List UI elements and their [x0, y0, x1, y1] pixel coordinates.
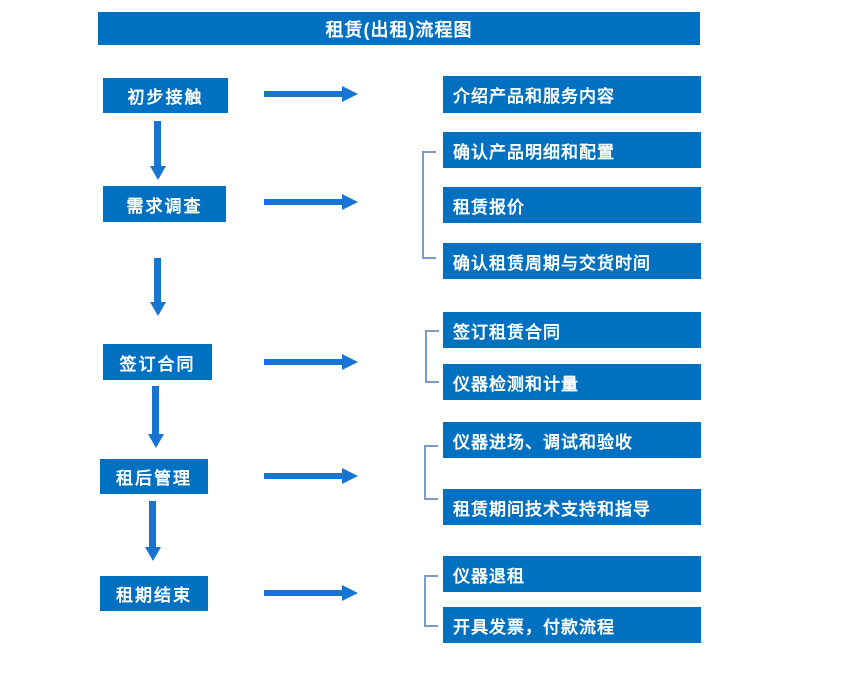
arrow-down-icon	[149, 121, 166, 180]
stage-box-initial-contact: 初步接触	[103, 78, 228, 113]
arrow-right-icon	[264, 354, 358, 370]
detail-box-instrument-return: 仪器退租	[443, 556, 701, 592]
arrow-right-icon	[264, 585, 358, 601]
arrow-right-icon	[264, 86, 358, 102]
stage-box-post-rental-management: 租后管理	[100, 459, 208, 494]
detail-box-invoice-payment-process: 开具发票，付款流程	[443, 607, 701, 643]
group-bracket	[425, 330, 439, 383]
page-title: 租赁(出租)流程图	[98, 12, 700, 45]
stage-box-rental-period-end: 租期结束	[100, 576, 208, 611]
arrow-down-icon	[144, 501, 161, 561]
arrow-right-icon	[264, 194, 358, 210]
detail-box-confirm-product-details-config: 确认产品明细和配置	[443, 132, 701, 168]
detail-box-rental-quotation: 租赁报价	[443, 187, 701, 223]
arrow-right-icon	[264, 468, 358, 484]
detail-box-instrument-setup-acceptance: 仪器进场、调试和验收	[443, 422, 701, 458]
detail-box-introduce-products-services: 介绍产品和服务内容	[443, 76, 701, 113]
arrow-down-icon	[147, 386, 164, 448]
detail-box-rental-technical-support: 租赁期间技术支持和指导	[443, 489, 701, 525]
stage-box-contract-signing: 签订合同	[103, 344, 212, 380]
stage-box-demand-survey: 需求调查	[103, 186, 226, 222]
detail-box-instrument-testing-metering: 仪器检测和计量	[443, 364, 701, 400]
group-bracket	[422, 151, 436, 259]
arrow-down-icon	[149, 258, 166, 316]
detail-box-sign-rental-contract: 签订租赁合同	[443, 312, 701, 348]
group-bracket	[424, 445, 438, 500]
group-bracket	[424, 575, 438, 627]
detail-box-confirm-rental-period-delivery: 确认租赁周期与交货时间	[443, 243, 701, 279]
